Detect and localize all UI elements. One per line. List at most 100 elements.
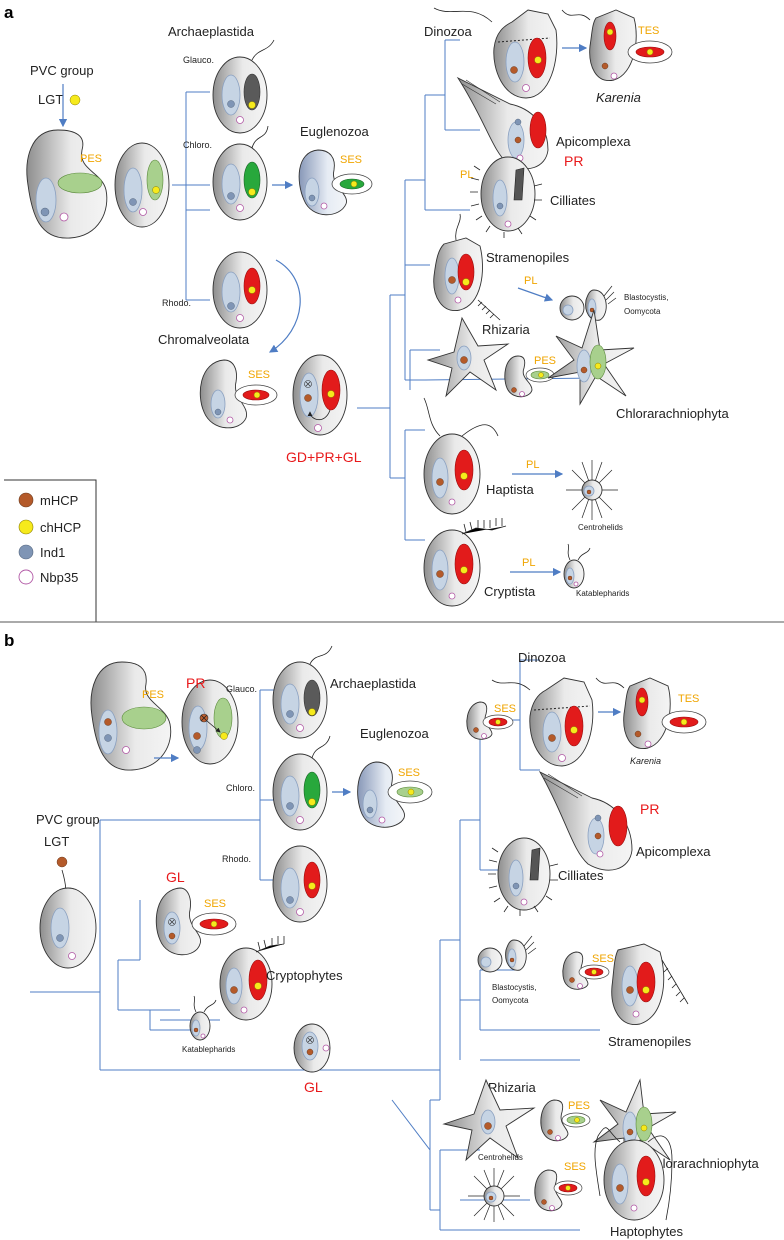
centrohelid-cell-a bbox=[566, 460, 618, 520]
arrow-to-blastocystis-a bbox=[517, 287, 554, 302]
oomycota-label-a: Oomycota bbox=[624, 307, 661, 316]
chlorarachniophyte-cell-b bbox=[592, 1078, 677, 1171]
ciliate-cell-b bbox=[488, 837, 559, 916]
tes-label-b: TES bbox=[678, 693, 699, 705]
karenia-label-b: Karenia bbox=[630, 756, 661, 766]
pr-label-a: PR bbox=[564, 153, 583, 169]
rhizaria-cell-b bbox=[442, 1078, 536, 1162]
gl-bottom-label-b: GL bbox=[304, 1079, 323, 1095]
gd-pr-gl-cell-a bbox=[292, 354, 348, 436]
lgt-chhcp-dot-a bbox=[69, 94, 81, 106]
pl-blasto-label-a: PL bbox=[524, 275, 537, 287]
centrohelids-label-a: Centrohelids bbox=[578, 523, 623, 532]
legend-chhcp-swatch bbox=[18, 519, 34, 535]
host-cell-pes-b bbox=[90, 661, 172, 771]
apicomplexa-label-b: Apicomplexa bbox=[636, 844, 711, 859]
stramenopile-cell-b bbox=[611, 943, 689, 1025]
haptista-label-a: Haptista bbox=[486, 482, 534, 497]
ses-stramenopiles-label-b: SES bbox=[592, 953, 614, 965]
stramenopiles-label-b: Stramenopiles bbox=[608, 1034, 692, 1049]
legend-chhcp-label: chHCP bbox=[40, 520, 81, 535]
rhodo-label-a: Rhodo. bbox=[162, 298, 191, 308]
ses-dinozoa-label-b: SES bbox=[494, 703, 516, 715]
glaucophyte-cell-b bbox=[272, 645, 333, 739]
cryptista-label-a: Cryptista bbox=[484, 584, 536, 599]
stramenopiles-label-a: Stramenopiles bbox=[486, 250, 570, 265]
chloro-label-a: Chloro. bbox=[183, 140, 212, 150]
cryptophyte-host-cell-b bbox=[155, 887, 237, 956]
blastocystis-label-a: Blastocystis, bbox=[624, 293, 668, 302]
rhodophyte-cell-b bbox=[272, 845, 328, 923]
cryptophytes-label-b: Cryptophytes bbox=[266, 968, 343, 983]
dinozoa-label-a: Dinozoa bbox=[424, 24, 472, 39]
legend-nbp35-swatch bbox=[18, 569, 34, 585]
ses-cryptophytes-label-b: SES bbox=[204, 898, 226, 910]
gl-cryptophytes-label-b: GL bbox=[166, 869, 185, 885]
cryptophyte-cell-b bbox=[219, 936, 285, 1021]
rhodophyte-cell-a bbox=[212, 251, 268, 329]
pl-katable-label-a: PL bbox=[522, 557, 535, 569]
pes-chlorarachnio-label-a: PES bbox=[534, 355, 556, 367]
chromalveolata-host-cell-a bbox=[199, 359, 278, 429]
cryptista-cell-a bbox=[423, 518, 507, 607]
rhizaria-ses-cell-a bbox=[504, 355, 555, 398]
chlorarachniophyta-label-a: Chlorarachniophyta bbox=[616, 406, 730, 421]
cilliates-label-b: Cilliates bbox=[558, 868, 604, 883]
katablepharids-label-a: Katablepharids bbox=[576, 589, 629, 598]
katablepharids-label-b: Katablepharids bbox=[182, 1045, 235, 1054]
pr-label-b: PR bbox=[640, 801, 659, 817]
apicomplexa-label-a: Apicomplexa bbox=[556, 134, 631, 149]
rhodo-label-b: Rhodo. bbox=[222, 854, 251, 864]
glaucophyte-cell-a bbox=[212, 39, 275, 134]
chlorophyte-cell-a bbox=[212, 125, 269, 221]
rhizaria-label-b: Rhizaria bbox=[488, 1080, 536, 1095]
rhizaria-cell-a bbox=[426, 316, 510, 398]
legend-mhcp-label: mHCP bbox=[40, 493, 78, 508]
euglenozoa-cell-a bbox=[298, 149, 373, 216]
gl-bottom-cell-b bbox=[293, 1023, 331, 1073]
chlorarachniophyte-cell-a bbox=[547, 309, 635, 406]
tree-branches-right-b bbox=[391, 659, 600, 1231]
tes-label-a: TES bbox=[638, 25, 659, 37]
apicomplexa-cell-b bbox=[538, 770, 633, 871]
chlorophyte-cell-b bbox=[272, 735, 331, 831]
haptophyte-cell-b bbox=[594, 1127, 673, 1221]
haptophytes-label-b: Haptophytes bbox=[610, 1224, 683, 1239]
rhizaria-pes-cell-b bbox=[540, 1099, 591, 1142]
panel-b-label: b bbox=[4, 631, 14, 650]
glauco-label-b: Glauco. bbox=[226, 684, 257, 694]
legend-ind1-label: Ind1 bbox=[40, 545, 65, 560]
legend: mHCP chHCP Ind1 Nbp35 bbox=[4, 479, 97, 622]
stramenopile-ses-cell-b bbox=[562, 951, 610, 990]
pvc-group-label-a: PVC group bbox=[30, 63, 94, 78]
archaeplastida-branches-b bbox=[120, 689, 276, 881]
pr-cell-b bbox=[181, 679, 239, 765]
tree-branches-left-b bbox=[30, 819, 440, 1071]
haptophyte-ses-cell-b bbox=[534, 1169, 583, 1212]
stramenopile-cell-a bbox=[433, 213, 501, 321]
dinoflagellate-cell-a bbox=[433, 7, 558, 99]
panel-a-label: a bbox=[4, 3, 14, 22]
apicomplexa-cell-a bbox=[456, 76, 549, 170]
oomycota-label-b: Oomycota bbox=[492, 996, 529, 1005]
euglenozoa-label-a: Euglenozoa bbox=[300, 124, 369, 139]
lgt-label-a: LGT bbox=[38, 92, 63, 107]
lgt-label-b: LGT bbox=[44, 834, 69, 849]
dinozoa-label-b: Dinozoa bbox=[518, 650, 566, 665]
ses-chromalveolata-label-a: SES bbox=[248, 369, 270, 381]
archaeplastida-branches-a bbox=[172, 91, 210, 301]
dinoflagellate-cell-b bbox=[491, 677, 594, 767]
chloro-label-b: Chloro. bbox=[226, 783, 255, 793]
legend-mhcp-swatch bbox=[18, 492, 34, 508]
gd-pr-gl-label-a: GD+PR+GL bbox=[286, 449, 362, 465]
centrohelids-label-b: Centrohelids bbox=[478, 1153, 523, 1162]
euglenozoa-label-b: Euglenozoa bbox=[360, 726, 429, 741]
karenia-cell-b bbox=[595, 677, 707, 749]
karenia-label-a: Karenia bbox=[596, 90, 641, 105]
blastocystis-label-b: Blastocystis, bbox=[492, 983, 536, 992]
cilliates-label-a: Cilliates bbox=[550, 193, 596, 208]
pvc-host-cell-b bbox=[39, 887, 97, 969]
katablepharid-cell-b bbox=[189, 995, 217, 1041]
legend-nbp35-label: Nbp35 bbox=[40, 570, 78, 585]
pl-cilliates-label-a: PL bbox=[460, 169, 473, 181]
